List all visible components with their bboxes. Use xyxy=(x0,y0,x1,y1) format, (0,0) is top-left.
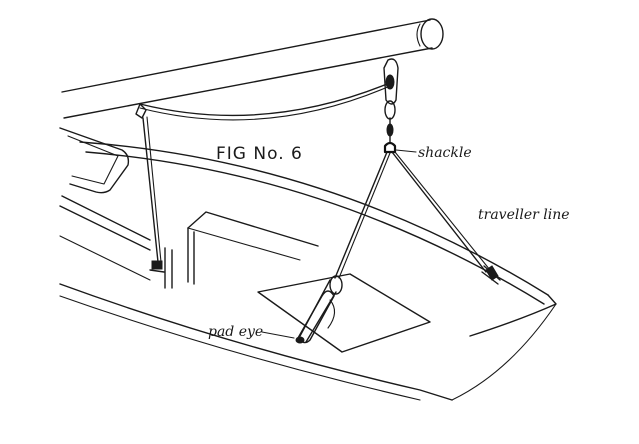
cockpit-outline xyxy=(59,127,173,289)
deck xyxy=(59,141,557,401)
traveller-bridle xyxy=(334,151,491,279)
traveller-line-fitting xyxy=(481,265,501,285)
bench xyxy=(187,211,319,285)
shackle-label: shackle xyxy=(418,145,472,161)
pad-eye-label: pad eye xyxy=(208,324,264,340)
pad-eye-leader xyxy=(261,331,295,339)
shackle xyxy=(383,141,417,154)
boom-vang-line xyxy=(135,103,165,273)
pad-eye-block xyxy=(295,275,343,344)
figure-title: FIG No. 6 xyxy=(216,144,303,164)
hatch xyxy=(257,273,431,353)
traveller-line-label: traveller line xyxy=(478,207,570,223)
boom xyxy=(61,18,444,119)
boom-blocks xyxy=(383,58,399,143)
boom-strop xyxy=(139,81,393,117)
